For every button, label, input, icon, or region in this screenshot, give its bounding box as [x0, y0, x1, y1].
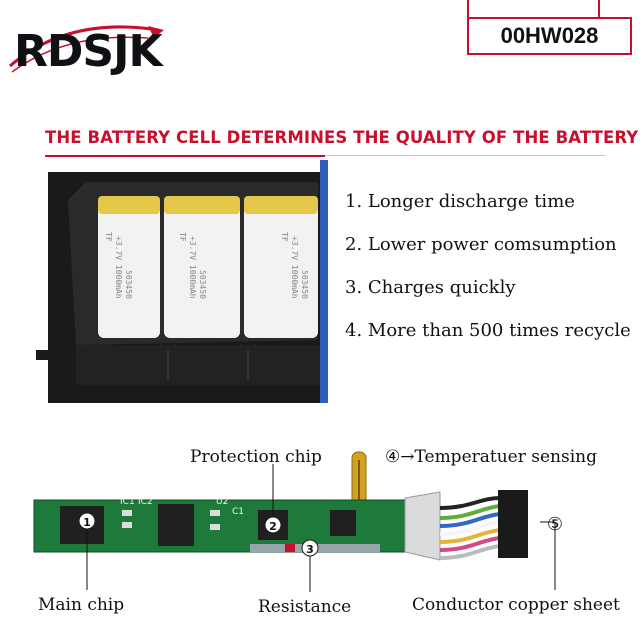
cell-spec: +3.7V 1000mAh: [290, 236, 299, 299]
battery-cell: TF 503450 +3.7V 1000mAh: [164, 196, 240, 338]
label-resistance: Resistance: [258, 597, 352, 617]
brand-logo: [9, 25, 164, 73]
silk-ic1: IC1: [120, 497, 135, 507]
marker-protection-chip: 2: [269, 520, 277, 533]
cell-model: 503450: [300, 270, 309, 299]
feature-item: 2. Lower power comsumption: [345, 234, 617, 255]
label-main-chip: Main chip: [38, 595, 125, 615]
feature-item: 1. Longer discharge time: [345, 191, 575, 212]
battery-pack-image: TF 503450 +3.7V 1000mAh TF 503450 +3.7V …: [36, 160, 328, 403]
part-frame-line-right: [598, 0, 600, 17]
marker-resistance: 3: [306, 543, 314, 556]
cell-model: 503450: [198, 270, 207, 299]
marker-main-chip: 1: [83, 516, 91, 529]
feature-item: 4. More than 500 times recycle: [345, 320, 631, 341]
headline: THE BATTERY CELL DETERMINES THE QUALITY …: [45, 128, 639, 147]
part-frame-line-left: [467, 0, 469, 17]
cell-spec: +3.7V 1000mAh: [188, 236, 197, 299]
label-conductor-copper-sheet: Conductor copper sheet: [412, 595, 620, 615]
feature-item: 3. Charges quickly: [345, 277, 516, 298]
label-temperature-sensing: ④→Temperatuer sensing: [385, 447, 597, 467]
label-protection-chip: Protection chip: [190, 447, 322, 467]
battery-cell: TF 503450 +3.7V 1000mAh: [244, 196, 318, 338]
brand-logo-text: RDSJK: [14, 26, 163, 77]
cell-spec: +3.7V 1000mAh: [114, 236, 123, 299]
cell-brand: TF: [178, 232, 187, 242]
protection-board-image: IC1 IC2 C1 U2 1 2 3 ⑤: [33, 451, 563, 592]
silk-c1: C1: [232, 507, 244, 517]
battery-cell: TF 503450 +3.7V 1000mAh: [98, 196, 160, 338]
cell-model: 503450: [124, 270, 133, 299]
silk-u2: U2: [216, 497, 228, 507]
marker-copper-sheet: ⑤: [547, 514, 563, 535]
cell-brand: TF: [280, 232, 289, 242]
feature-list: 1. Longer discharge time 2. Lower power …: [345, 188, 631, 360]
cell-brand: TF: [104, 232, 113, 242]
part-number: 00HW028: [467, 17, 632, 55]
headline-rule-left: [45, 155, 325, 157]
headline-rule-right: [325, 155, 605, 156]
silk-ic2: IC2: [138, 497, 153, 507]
